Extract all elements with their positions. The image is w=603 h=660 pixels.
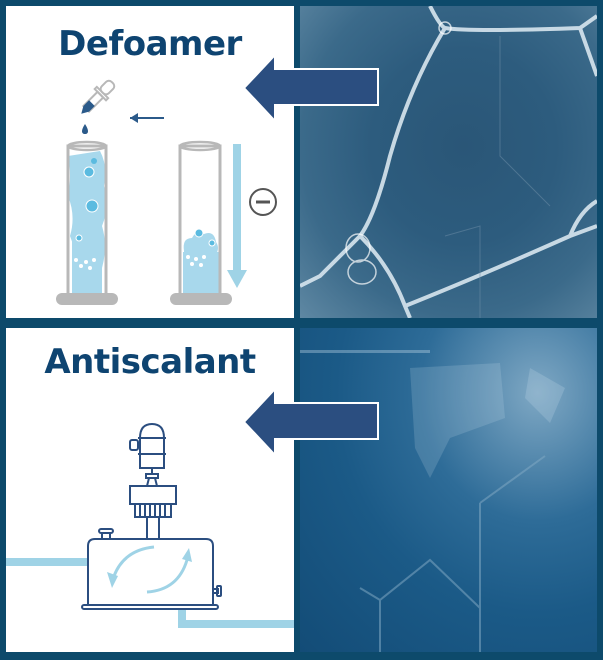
antiscalant-illustration bbox=[6, 422, 294, 628]
defoamer-pointer-arrow-icon bbox=[242, 55, 379, 124]
foam-cylinder-icon bbox=[56, 140, 118, 305]
dropper-icon bbox=[81, 79, 116, 134]
scale-photo bbox=[300, 328, 597, 652]
defoamed-cylinder-icon bbox=[170, 140, 232, 305]
minus-circle-icon bbox=[249, 188, 277, 216]
antiscalant-panel: Antiscalant bbox=[6, 328, 294, 652]
mixing-tank-icon bbox=[81, 422, 222, 610]
inlet-pipe-icon bbox=[6, 558, 88, 566]
rotation-arrows-icon bbox=[112, 545, 189, 594]
small-left-arrow-icon bbox=[130, 113, 164, 123]
defoamer-title: Defoamer bbox=[58, 24, 242, 64]
foam-photo bbox=[300, 6, 597, 318]
antiscalant-title: Antiscalant bbox=[44, 342, 256, 382]
down-arrow-icon bbox=[227, 144, 247, 288]
antiscalant-pointer-arrow-icon bbox=[242, 389, 379, 458]
defoamer-illustration bbox=[56, 79, 277, 305]
defoamer-panel: Defoamer bbox=[6, 6, 294, 318]
outlet-pipe-icon bbox=[178, 608, 294, 628]
